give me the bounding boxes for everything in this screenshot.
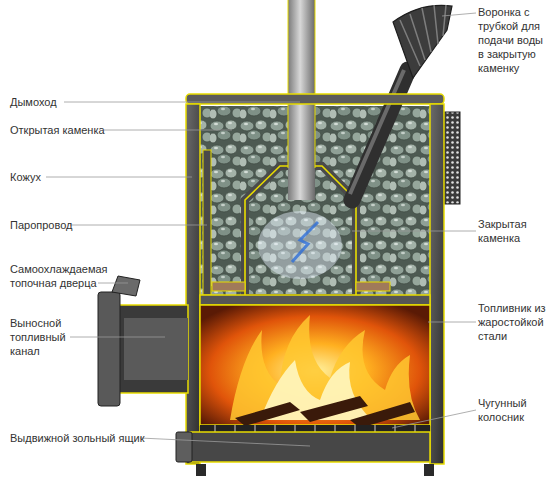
firebox-top-plate (200, 295, 430, 305)
part-label: Дымоход (10, 95, 100, 109)
open-heater-stones (200, 106, 432, 298)
part-label: Выдвижной зольный ящик (10, 431, 150, 445)
water-jet (292, 222, 318, 262)
part-label: Открытая каменка (10, 123, 110, 137)
water-pipe-highlight (350, 70, 404, 194)
steam-duct (356, 282, 390, 291)
flame (230, 315, 420, 420)
casing-rim (186, 94, 444, 104)
firewood (235, 396, 415, 428)
part-label: Воронка с трубкой для подачи воды в закр… (478, 5, 550, 75)
cast-iron-grate (200, 425, 430, 432)
grate-slots (215, 425, 415, 432)
door-handle (112, 276, 140, 296)
ash-drawer-front (176, 432, 192, 462)
part-label: Топливник из жаростойкой стали (478, 301, 558, 343)
steam-duct (212, 282, 245, 291)
part-label: Паропровод (10, 218, 100, 232)
casing-right (430, 104, 444, 464)
part-label: Чугунный колосник (478, 396, 550, 424)
part-label: Выносной топливный канал (10, 316, 72, 358)
ash-drawer (190, 432, 430, 462)
water-pipe (352, 70, 408, 200)
side-mesh (444, 112, 460, 204)
stove-leg (424, 464, 434, 476)
part-label: Самоохлаждаемая топочная дверца (10, 262, 110, 290)
funnel-ridges (400, 5, 446, 66)
fuel-channel-inner (124, 318, 188, 380)
leader-lines (46, 13, 476, 446)
stove-leg (196, 464, 206, 476)
steam-cloud (258, 211, 342, 279)
steam-pipe (203, 150, 211, 295)
casing-left (186, 104, 200, 464)
part-label: Закрытая каменка (478, 217, 550, 245)
firebox-door (98, 292, 120, 406)
part-label: Кожух (10, 170, 100, 184)
